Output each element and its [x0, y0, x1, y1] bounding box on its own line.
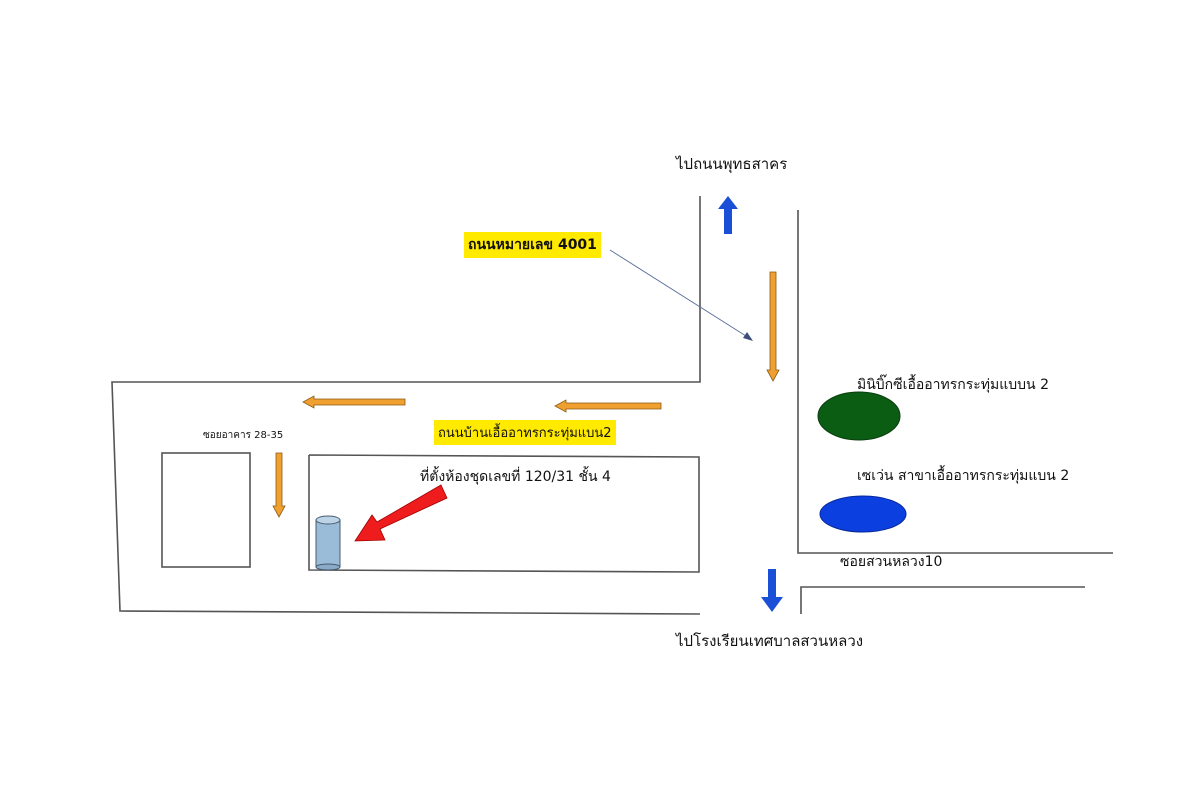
orange-arrow-down-soi: [272, 452, 286, 518]
condo-building-icon: [315, 515, 341, 571]
orange-arrow-left-1: [554, 399, 662, 413]
label-highway-4001: ถนนหมายเลข 4001: [464, 232, 601, 258]
label-seven-eleven: เซเว่น สาขาเอื้ออาทรกระทุ่มแบน 2: [857, 468, 1070, 484]
building-block: [161, 452, 251, 568]
label-condo-location: ที่ตั้งห้องชุดเลขที่ 120/31 ชั้น 4: [420, 469, 611, 485]
label-soi-suan-luang: ซอยสวนหลวง10: [840, 554, 943, 570]
label-mini-bigc: มินิบิ๊กซีเอื้ออาทรกระทุ่มแบบน 2: [857, 377, 1049, 393]
main-road-right-edge-upper: [797, 210, 1113, 554]
blue-arrow-down: [761, 569, 783, 612]
blue-arrows: [718, 196, 783, 612]
red-arrow-condo: [354, 484, 448, 542]
blue-arrow-up: [718, 196, 738, 234]
label-road-ban-ua-arthon: ถนนบ้านเอื้ออาทรกระทุ่มแบน2: [434, 420, 616, 445]
highway-pointer: [609, 249, 753, 341]
bigc-marker-icon: [817, 391, 901, 441]
label-soi-building: ซอยอาคาร 28-35: [203, 430, 284, 441]
orange-arrow-left-2: [302, 395, 406, 409]
orange-arrows: [272, 271, 780, 518]
road-outlines: [111, 196, 1113, 615]
label-to-school: ไปโรงเรียนเทศบาลสวนหลวง: [676, 632, 864, 650]
inner-road-block: [308, 454, 700, 573]
seven-marker-icon: [819, 495, 907, 533]
main-road-right-edge-lower: [800, 586, 1085, 614]
orange-arrow-down-main: [766, 271, 780, 382]
label-to-phutthasakhon: ไปถนนพุทธสาคร: [676, 155, 788, 173]
main-road-left-edge: [111, 196, 701, 615]
